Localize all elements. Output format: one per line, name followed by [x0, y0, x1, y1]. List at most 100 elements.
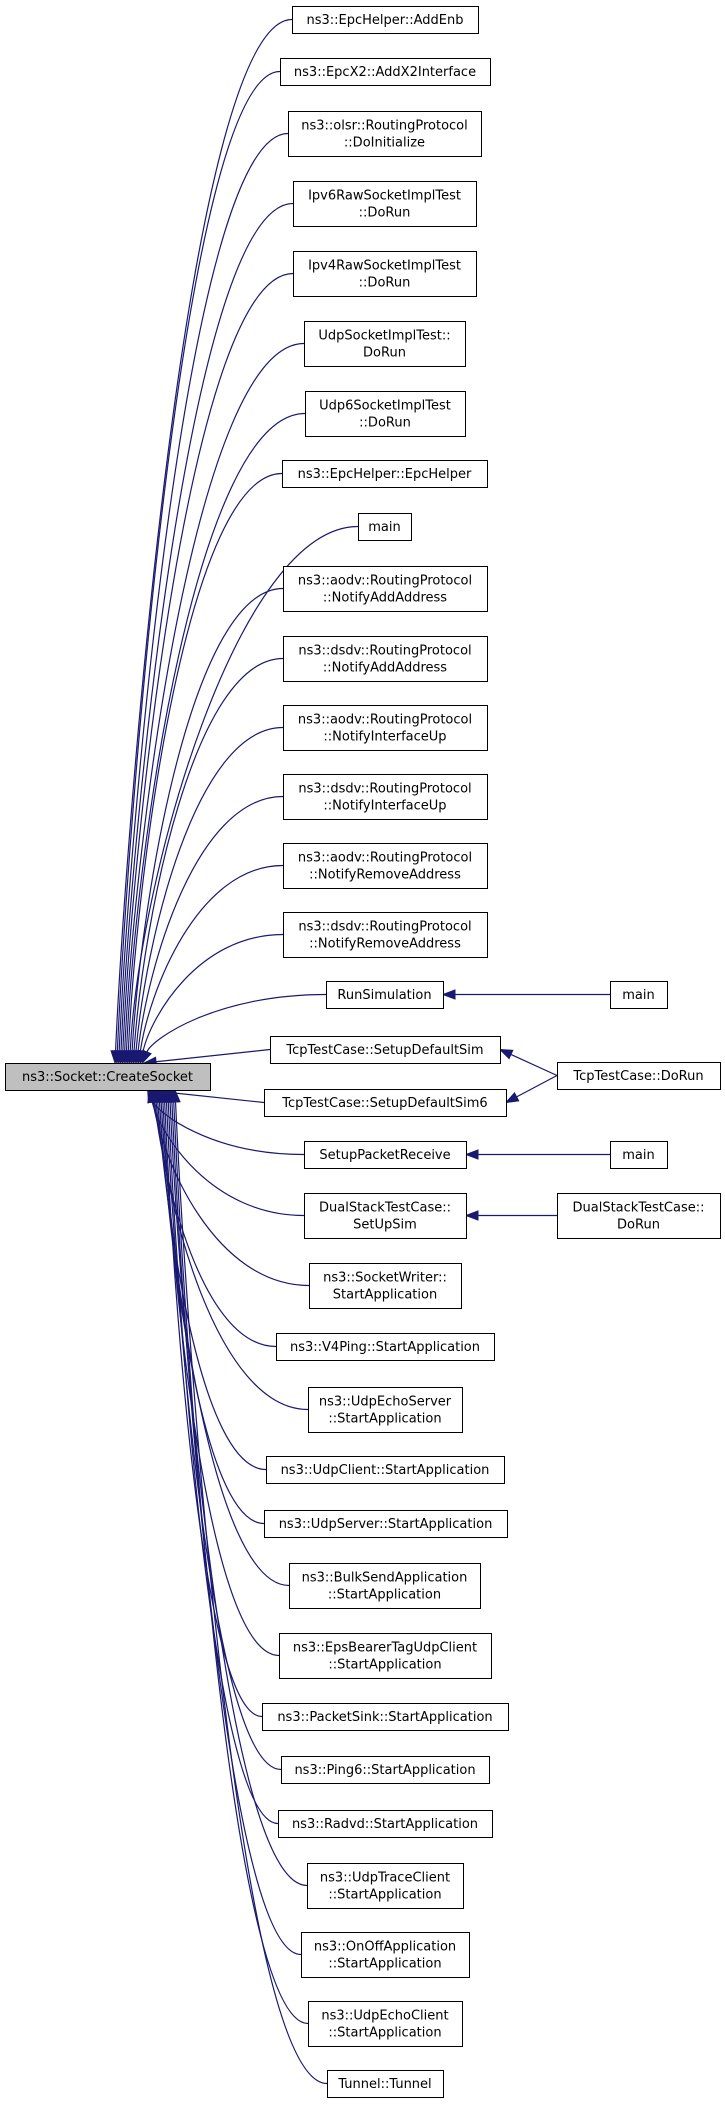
node-box [276, 1333, 495, 1361]
node-label: ::NotifyAddAddress [323, 661, 447, 676]
node-box [304, 1141, 467, 1169]
caller-node-ns3-udpechoserver-startapplication[interactable]: ns3::UdpEchoServer::StartApplication [308, 1387, 463, 1433]
outer-caller-node-main[interactable]: main [610, 981, 668, 1009]
caller-node-udpsocketimpltest-dorun[interactable]: UdpSocketImplTest::DoRun [304, 321, 466, 367]
caller-node-ns3-v4ping-startapplication[interactable]: ns3::V4Ping::StartApplication [276, 1333, 495, 1361]
node-label: ns3::UdpServer::StartApplication [279, 1517, 493, 1532]
node-label: ns3::BulkSendApplication [302, 1571, 468, 1586]
call-edge-ns3-aodv-routingprotocol-notifyremoveaddress [139, 864, 284, 1052]
call-edge-ns3-olsr-routingprotocol-doinitialize [118, 132, 289, 1052]
caller-node-ns3-onoffapplication-startapplication[interactable]: ns3::OnOffApplication::StartApplication [301, 1932, 470, 1978]
node-label: main [622, 1148, 654, 1163]
node-label: TcpTestCase::DoRun [572, 1069, 703, 1084]
node-label: ns3::EpsBearerTagUdpClient [293, 1641, 477, 1656]
node-label: ns3::UdpEchoClient [321, 2009, 448, 2024]
caller-node-ns3-ping6-startapplication[interactable]: ns3::Ping6::StartApplication [281, 1756, 490, 1784]
node-label: TcpTestCase::SetupDefaultSim [285, 1043, 483, 1058]
node-box [283, 705, 488, 751]
call-edge-udpsocketimpltest-dorun [124, 342, 305, 1052]
caller-node-ns3-socketwriter-startapplication[interactable]: ns3::SocketWriter::StartApplication [309, 1263, 462, 1309]
call-edge-m2-n18 [516, 1074, 558, 1098]
node-box [557, 1062, 721, 1090]
call-edge-ns3-aodv-routingprotocol-notifyaddaddress [131, 587, 284, 1052]
caller-node-ipv6rawsocketimpltest-dorun[interactable]: Ipv6RawSocketImplTest::DoRun [293, 181, 477, 227]
call-edge-m3-n19-arrowhead [464, 1149, 479, 1160]
call-edge-ns3-dsdv-routingprotocol-notifyremoveaddress [142, 933, 284, 1052]
outer-caller-node-tcptestcase-dorun[interactable]: TcpTestCase::DoRun [557, 1062, 721, 1090]
node-box [283, 636, 488, 682]
caller-node-ns3-udpechoclient-startapplication[interactable]: ns3::UdpEchoClient::StartApplication [308, 2001, 463, 2047]
caller-node-ipv4rawsocketimpltest-dorun[interactable]: Ipv4RawSocketImplTest::DoRun [293, 251, 477, 297]
node-label: ns3::Ping6::StartApplication [294, 1763, 475, 1778]
call-edge-m2-n18-arrowhead [504, 1092, 520, 1104]
node-box [308, 1387, 463, 1433]
node-label: ns3::V4Ping::StartApplication [290, 1340, 480, 1355]
node-box [280, 58, 491, 86]
caller-node-ns3-udptraceclient-startapplication[interactable]: ns3::UdpTraceClient::StartApplication [307, 1863, 464, 1909]
caller-node-tunnel-tunnel[interactable]: Tunnel::Tunnel [327, 2070, 444, 2098]
caller-node-ns3-aodv-routingprotocol-notifyremoveaddress[interactable]: ns3::aodv::RoutingProtocol::NotifyRemove… [283, 843, 488, 889]
node-box [610, 981, 668, 1009]
caller-node-setuppacketreceive[interactable]: SetupPacketReceive [304, 1141, 467, 1169]
caller-node-ns3-udpserver-startapplication[interactable]: ns3::UdpServer::StartApplication [264, 1510, 508, 1538]
call-edge-tunnel-tunnel [174, 1101, 328, 2085]
caller-node-ns3-packetsink-startapplication[interactable]: ns3::PacketSink::StartApplication [262, 1703, 509, 1731]
caller-node-dualstacktestcase-setupsim[interactable]: DualStackTestCase::SetUpSim [304, 1193, 467, 1239]
caller-node-ns3-aodv-routingprotocol-notifyinterfaceup[interactable]: ns3::aodv::RoutingProtocol::NotifyInterf… [283, 705, 488, 751]
node-box [301, 1932, 470, 1978]
node-label: ::DoRun [359, 416, 411, 431]
call-edge-ns3-v4ping-startapplication [153, 1101, 277, 1348]
call-edge-tunnel-tunnel-arrowhead [170, 1088, 181, 1103]
call-edge-ns3-bulksendapplication-startapplication [160, 1101, 290, 1587]
node-label: ns3::aodv::RoutingProtocol [298, 713, 472, 728]
node-box [289, 1563, 481, 1609]
node-label: ::NotifyRemoveAddress [309, 868, 461, 883]
caller-node-ns3-radvd-startapplication[interactable]: ns3::Radvd::StartApplication [278, 1810, 493, 1838]
caller-node-ns3-epsbearertagudpclient-startapplication[interactable]: ns3::EpsBearerTagUdpClient::StartApplica… [279, 1633, 492, 1679]
node-box [308, 2001, 463, 2047]
caller-node-ns3-epchelper-epchelper[interactable]: ns3::EpcHelper::EpcHelper [282, 460, 488, 488]
caller-node-ns3-aodv-routingprotocol-notifyaddaddress[interactable]: ns3::aodv::RoutingProtocol::NotifyAddAdd… [283, 566, 488, 612]
root-node-ns3-socket-createsocket[interactable]: ns3::Socket::CreateSocket [5, 1063, 211, 1091]
caller-node-ns3-bulksendapplication-startapplication[interactable]: ns3::BulkSendApplication::StartApplicati… [289, 1563, 481, 1609]
call-edge-ns3-aodv-routingprotocol-notifyinterfaceup [135, 726, 284, 1052]
caller-node-ns3-udpclient-startapplication[interactable]: ns3::UdpClient::StartApplication [266, 1456, 505, 1484]
node-box [283, 843, 488, 889]
node-box [264, 1089, 507, 1117]
node-label: StartApplication [333, 1288, 437, 1303]
caller-node-ns3-dsdv-routingprotocol-notifyinterfaceup[interactable]: ns3::dsdv::RoutingProtocol::NotifyInterf… [283, 774, 488, 820]
caller-node-tcptestcase-setupdefaultsim6[interactable]: TcpTestCase::SetupDefaultSim6 [264, 1089, 507, 1117]
caller-node-runsimulation[interactable]: RunSimulation [326, 981, 444, 1009]
call-edge-udp6socketimpltest-dorun [125, 412, 306, 1052]
caller-node-ns3-dsdv-routingprotocol-notifyaddaddress[interactable]: ns3::dsdv::RoutingProtocol::NotifyAddAdd… [283, 636, 488, 682]
caller-node-ns3-olsr-routingprotocol-doinitialize[interactable]: ns3::olsr::RoutingProtocol::DoInitialize [288, 111, 482, 157]
caller-node-udp6socketimpltest-dorun[interactable]: Udp6SocketImplTest::DoRun [305, 391, 466, 437]
call-edge-ns3-radvd-startapplication [167, 1101, 279, 1825]
node-label: Udp6SocketImplTest [319, 399, 451, 414]
node-label: ::DoRun [359, 206, 411, 221]
caller-node-tcptestcase-setupdefaultsim[interactable]: TcpTestCase::SetupDefaultSim [270, 1036, 501, 1064]
caller-node-ns3-epchelper-addenb[interactable]: ns3::EpcHelper::AddEnb [292, 6, 479, 34]
call-edge-ns3-udpclient-startapplication [157, 1101, 267, 1471]
node-label: ns3::UdpTraceClient [320, 1871, 450, 1886]
node-label: ns3::dsdv::RoutingProtocol [298, 920, 471, 935]
call-edge-ipv4rawsocketimpltest-dorun [122, 272, 294, 1052]
node-label: ns3::EpcHelper::AddEnb [306, 13, 463, 28]
node-box [283, 774, 488, 820]
node-label: ns3::SocketWriter:: [323, 1271, 447, 1286]
outer-caller-node-dualstacktestcase-dorun[interactable]: DualStackTestCase::DoRun [557, 1193, 721, 1239]
node-box [282, 460, 488, 488]
node-box [358, 513, 412, 541]
outer-caller-node-main[interactable]: main [610, 1141, 668, 1169]
caller-node-ns3-epcx2-addx2interface[interactable]: ns3::EpcX2::AddX2Interface [280, 58, 491, 86]
node-label: ::DoRun [359, 276, 411, 291]
call-edge-ns3-dsdv-routingprotocol-notifyinterfaceup [137, 795, 284, 1052]
node-box [279, 1633, 492, 1679]
node-label: ns3::olsr::RoutingProtocol [301, 119, 468, 134]
node-label: ns3::aodv::RoutingProtocol [298, 851, 472, 866]
caller-node-ns3-dsdv-routingprotocol-notifyremoveaddress[interactable]: ns3::dsdv::RoutingProtocol::NotifyRemove… [283, 912, 488, 958]
node-box [283, 912, 488, 958]
caller-node-main[interactable]: main [358, 513, 412, 541]
node-box [610, 1141, 668, 1169]
node-label: ::NotifyInterfaceUp [323, 799, 446, 814]
